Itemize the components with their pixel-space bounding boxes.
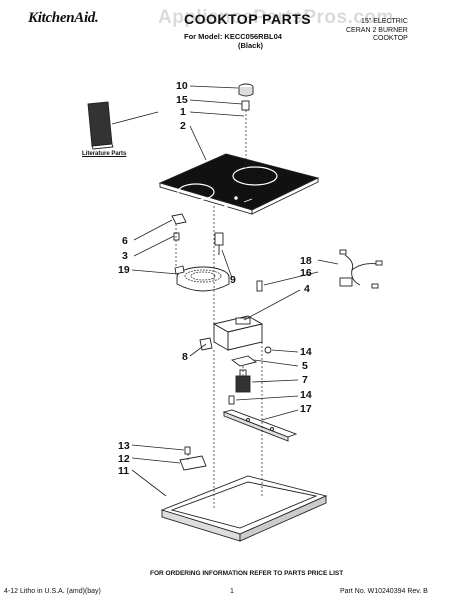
callout-14-lower: 14 <box>300 389 312 401</box>
callout-15: 15 <box>176 94 188 106</box>
brand-logo: KitchenAid. <box>28 10 99 26</box>
knob-icon <box>238 83 254 111</box>
bracket-icon <box>171 213 187 241</box>
callout-16: 16 <box>300 267 312 279</box>
switch-icon <box>214 232 224 255</box>
control-housing-icon <box>212 315 264 351</box>
screw-icon <box>256 280 263 292</box>
model-color: (Black) <box>238 41 264 50</box>
callout-17: 17 <box>300 403 312 415</box>
literature-parts-label: Literature Parts <box>82 151 127 157</box>
callout-10: 10 <box>176 80 188 92</box>
callout-4: 4 <box>304 283 310 295</box>
screw-icon <box>228 395 235 405</box>
callout-1: 1 <box>180 106 186 118</box>
infinite-switch-icon <box>235 369 251 393</box>
callout-12: 12 <box>118 453 130 465</box>
bracket-icon <box>179 455 207 471</box>
callout-14: 14 <box>300 346 312 358</box>
ordering-note: FOR ORDERING INFORMATION REFER TO PARTS … <box>150 570 344 577</box>
nut-icon <box>264 346 272 354</box>
callout-8: 8 <box>182 351 188 363</box>
model-number: For Model: KECC056RBL04 <box>184 32 282 41</box>
bracket-icon <box>222 409 298 442</box>
description-line: 15" ELECTRIC <box>361 18 408 25</box>
callout-11: 11 <box>118 465 130 477</box>
litho-info: 4-12 Litho in U.S.A. (amd)(bay) <box>4 588 101 595</box>
callout-5: 5 <box>302 360 308 372</box>
wire-harness-icon <box>339 249 383 289</box>
screw-icon <box>184 446 191 455</box>
plate-icon <box>230 355 258 367</box>
callout-13: 13 <box>118 440 130 452</box>
description-line: COOKTOP <box>372 35 408 42</box>
callout-9: 9 <box>230 274 236 286</box>
part-number: Part No. W10240394 Rev. B <box>340 588 428 595</box>
literature-booklet-icon <box>87 101 114 150</box>
base-pan-icon <box>160 475 328 542</box>
callout-7: 7 <box>302 374 308 386</box>
callout-6: 6 <box>122 235 128 247</box>
callout-18: 18 <box>300 255 312 267</box>
radiant-element-icon <box>174 265 230 292</box>
callout-3: 3 <box>122 250 128 262</box>
description-line: CERAN 2 BURNER <box>346 26 408 34</box>
cooktop-glass-icon <box>158 153 320 215</box>
page-number: 1 <box>230 588 234 595</box>
page-title: COOKTOP PARTS <box>184 11 312 27</box>
product-description: 15" ELECTRIC CERAN 2 BURNER COOKTOP <box>346 18 408 44</box>
callout-2: 2 <box>180 120 186 132</box>
callout-19: 19 <box>118 264 130 276</box>
watermark: AppliancePartsPros.com <box>158 7 394 28</box>
